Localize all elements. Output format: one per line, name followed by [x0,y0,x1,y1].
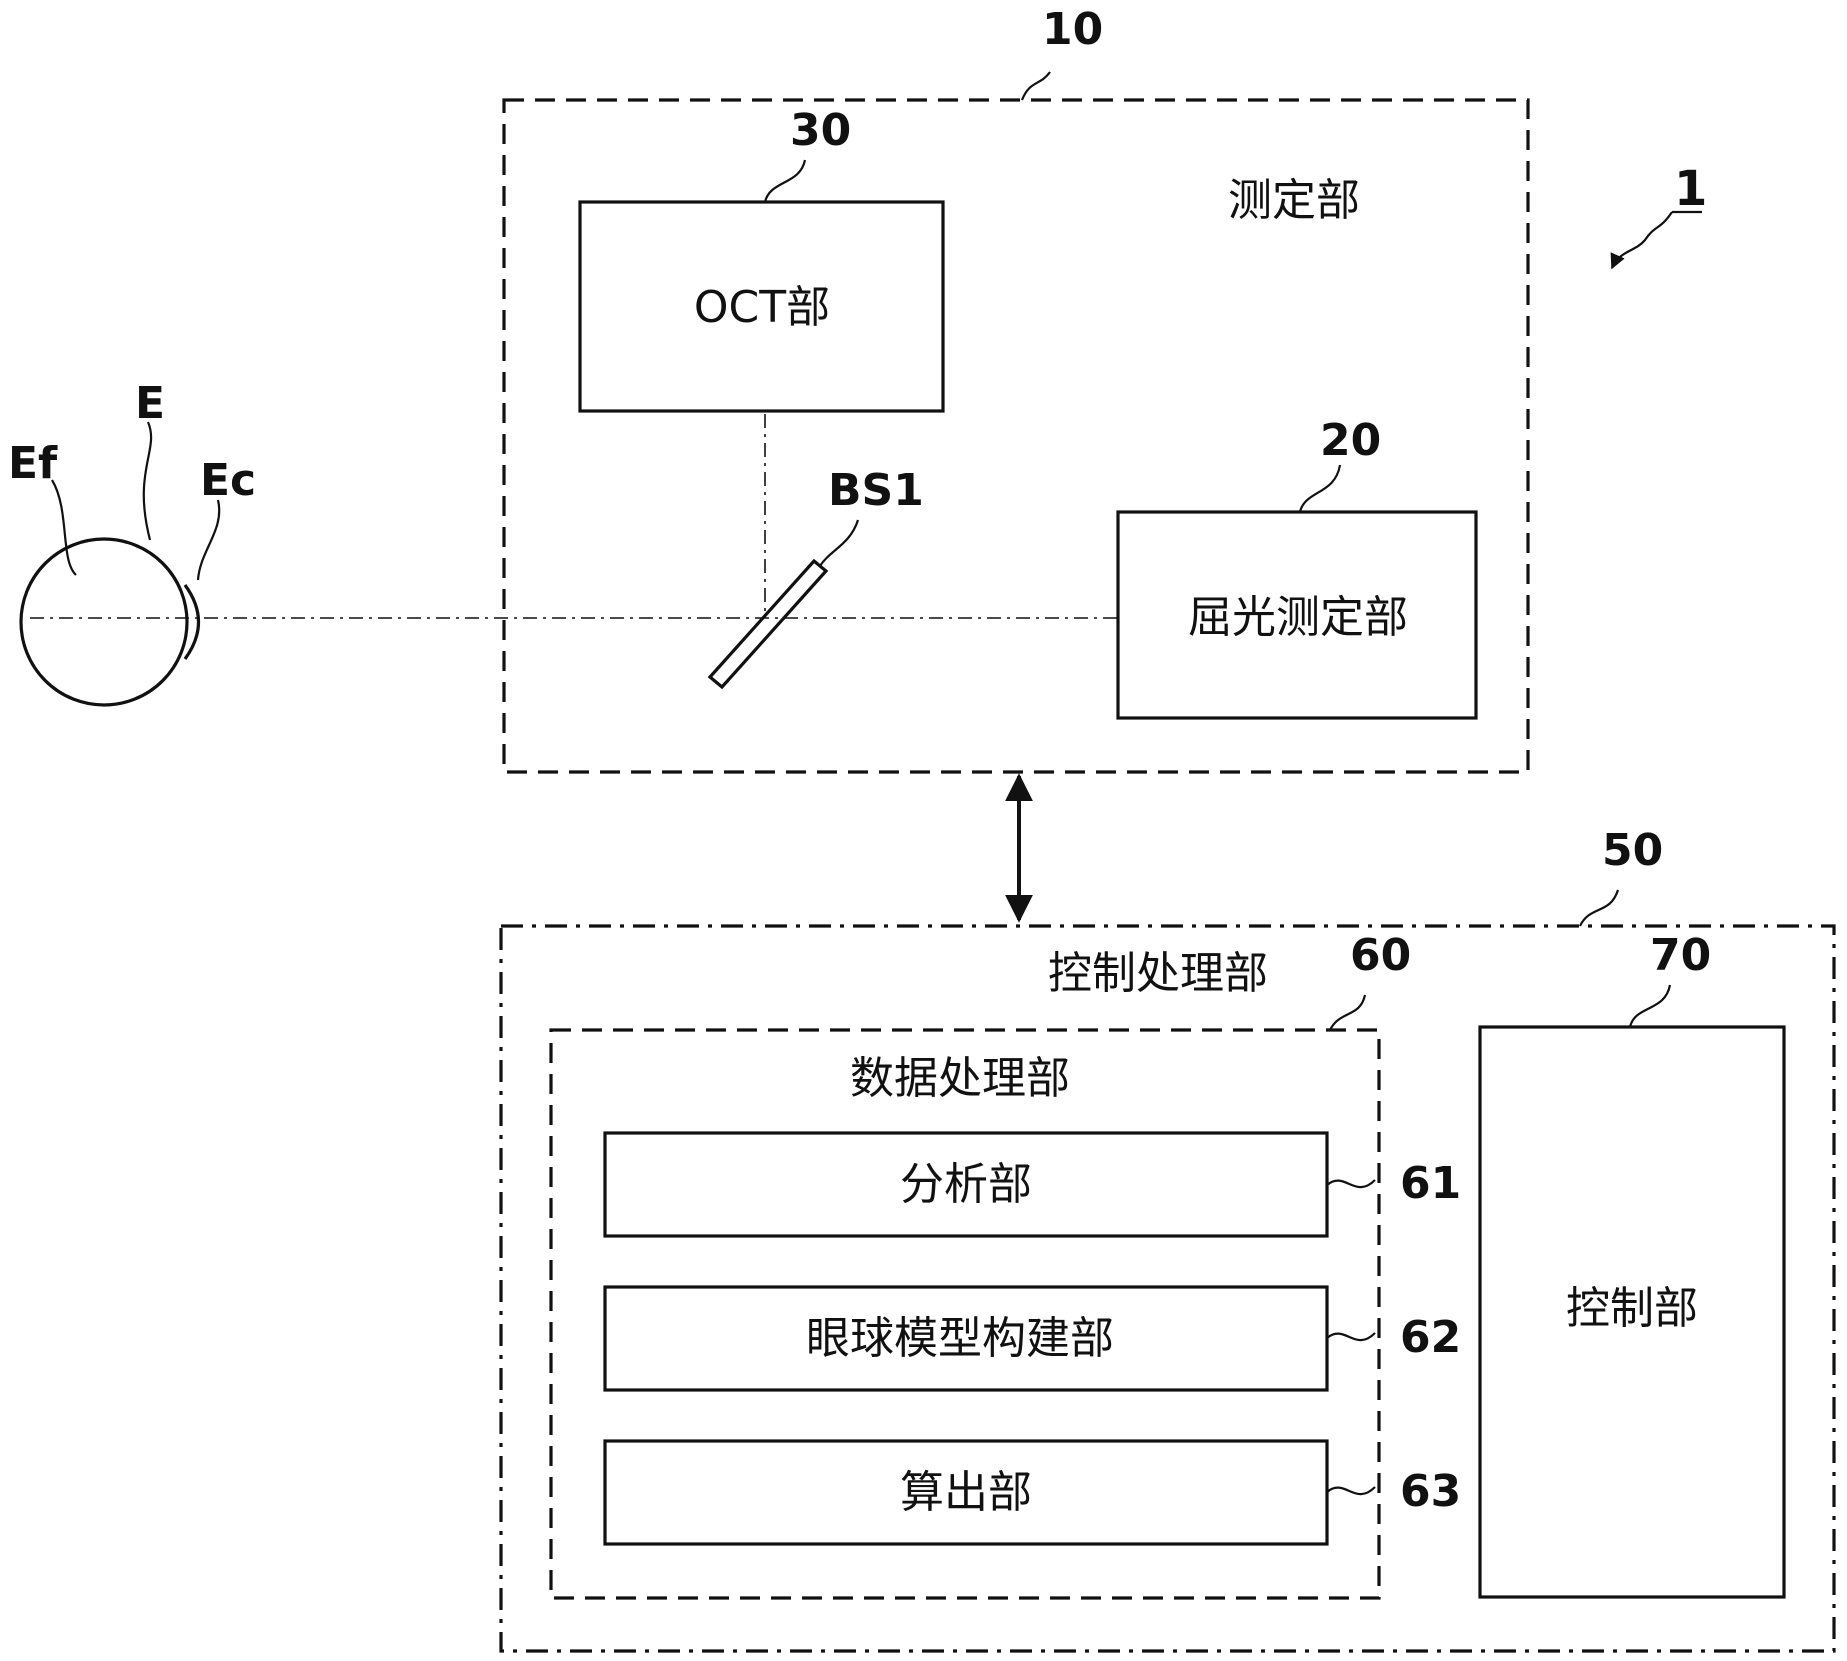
beam-splitter [707,558,829,690]
controller-block-label: 控制部 [1566,1283,1698,1334]
control-processing-leader [1579,889,1620,927]
measurement-unit-frame [502,98,1530,774]
calculation-block-label: 算出部 [900,1467,1032,1518]
controller-block [1478,1025,1786,1599]
cornea-outline [183,584,201,660]
oct-block-leader [763,159,807,203]
data-processing-frame [549,1028,1381,1600]
data-processing-ref: 60 [1350,930,1411,981]
oct-block-ref: 30 [790,105,851,156]
eye-label-ec: Ec [200,455,256,506]
measurement-unit-ref: 10 [1042,4,1103,55]
controller-block-ref: 70 [1650,930,1711,981]
eye-label-e: E [135,378,165,429]
oct-block [578,200,945,413]
measurement-unit-leader [1020,71,1051,101]
control-processing-label: 控制处理部 [1048,948,1268,999]
ec-leader-line [196,499,221,581]
calculation-block [603,1439,1329,1546]
beam-splitter-leader [819,519,860,567]
refraction-block-leader [1298,464,1342,513]
eyeball-outline [19,537,189,707]
eye-label-ef: Ef [8,438,58,489]
controller-block-leader [1628,984,1672,1028]
control-processing-ref: 50 [1602,825,1663,876]
apparatus-arrow [1610,211,1673,270]
analysis-block-ref: 61 [1400,1158,1461,1209]
calculation-block-leader [1326,1486,1376,1496]
calculation-block-ref: 63 [1400,1466,1461,1517]
control-processing-frame [499,924,1836,1653]
refraction-measurement-block [1116,510,1478,720]
oct-block-label: OCT部 [694,282,830,333]
eye-model-construction-ref: 62 [1400,1312,1461,1363]
ef-leader-line [51,479,77,576]
eye-model-construction-label: 眼球模型构建部 [806,1313,1114,1364]
refraction-block-label: 屈光测定部 [1188,592,1408,643]
measurement-unit-label: 测定部 [1228,175,1360,226]
refraction-block-ref: 20 [1320,415,1381,466]
data-processing-leader [1329,994,1367,1031]
analysis-block-leader [1326,1179,1376,1189]
data-processing-label: 数据处理部 [850,1053,1070,1104]
e-leader-line [142,421,153,541]
apparatus-ref: 1 [1674,161,1707,217]
eye-model-construction-leader [1326,1332,1376,1342]
eye-model-construction-block [603,1285,1329,1392]
eye [19,537,201,707]
beam-splitter-label: BS1 [828,465,924,516]
analysis-block-label: 分析部 [900,1159,1032,1210]
